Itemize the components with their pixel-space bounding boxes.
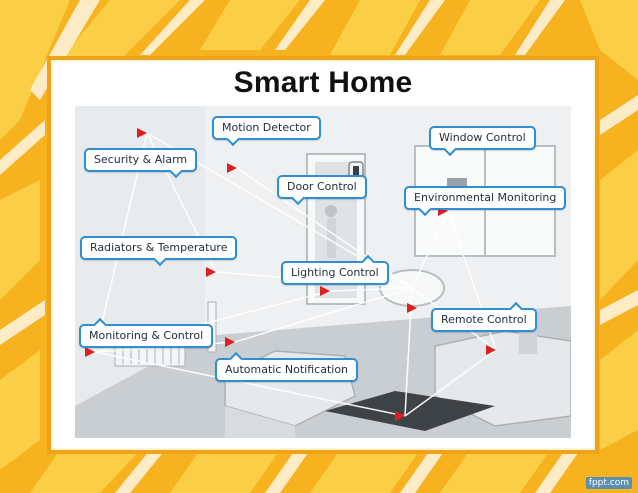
callout-automatic-notification: Automatic Notification <box>215 358 359 382</box>
slide-frame: Smart Home <box>47 56 599 454</box>
callout-environmental-monitoring: Environmental Monitoring <box>404 186 567 210</box>
callout-radiators-temperature: Radiators & Temperature <box>80 236 238 260</box>
callout-window-control: Window Control <box>429 126 536 150</box>
callout-motion-detector: Motion Detector <box>212 116 321 140</box>
callout-remote-control: Remote Control <box>431 308 537 332</box>
callout-monitoring-control: Monitoring & Control <box>79 324 214 348</box>
slide-title: Smart Home <box>233 66 413 99</box>
watermark-label: fppt.com <box>585 477 632 489</box>
callout-door-control: Door Control <box>277 175 367 199</box>
callout-lighting-control: Lighting Control <box>281 261 389 285</box>
callout-security-alarm: Security & Alarm <box>84 148 198 172</box>
